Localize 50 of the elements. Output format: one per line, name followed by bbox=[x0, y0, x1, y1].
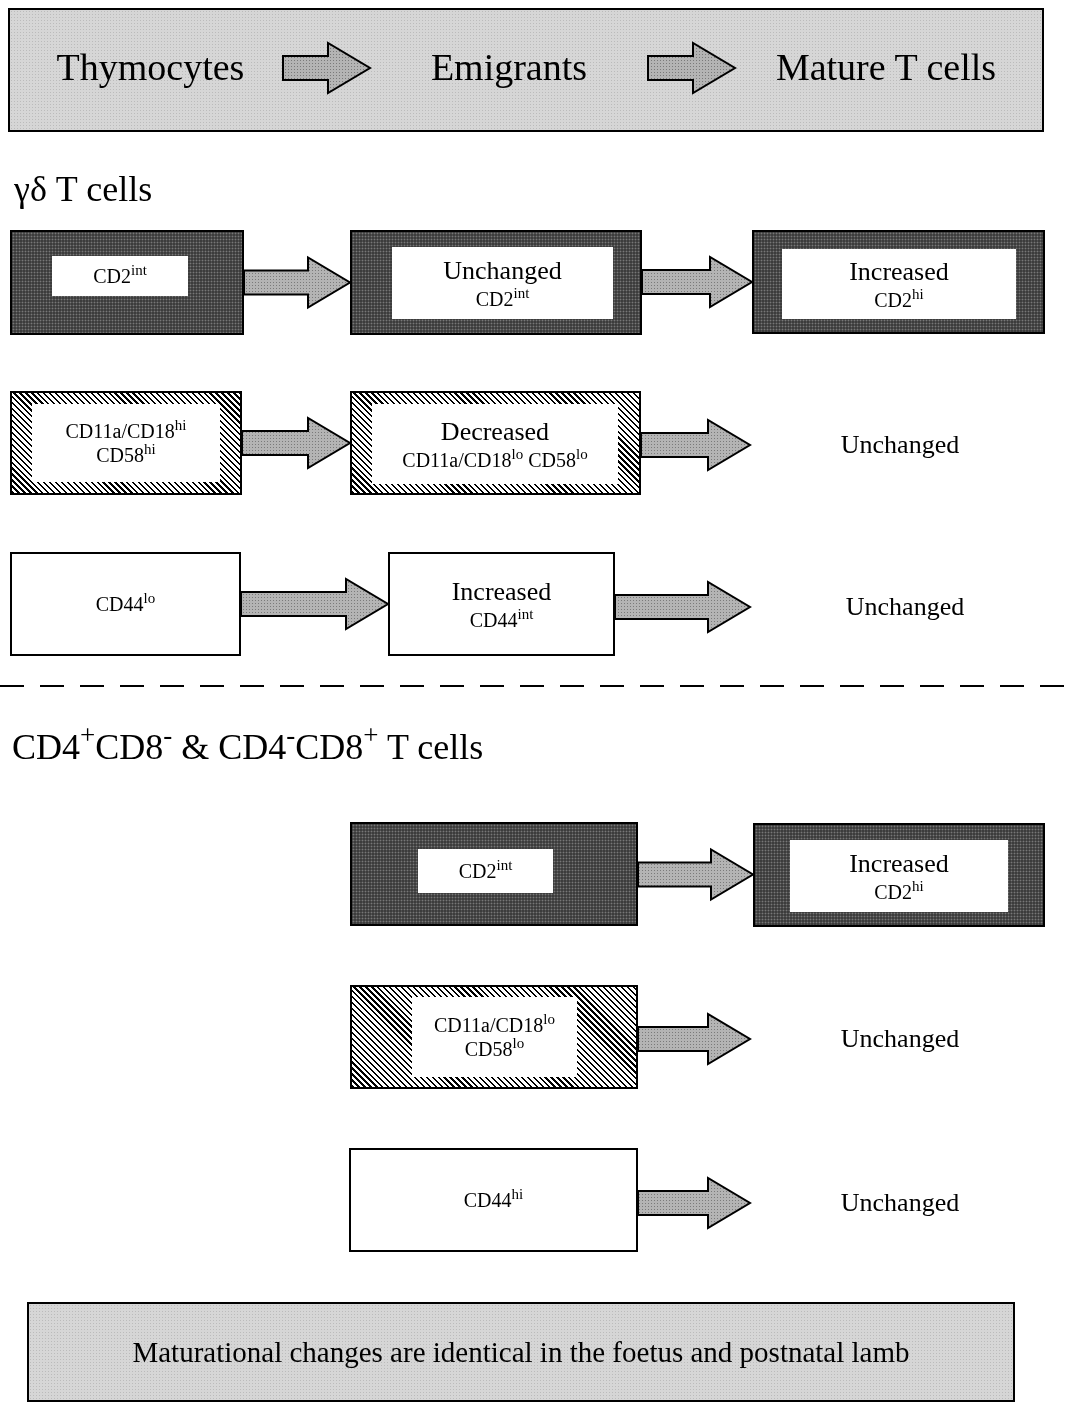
stage-label: Unchanged bbox=[840, 1023, 960, 1055]
stage-label: Unchanged bbox=[845, 591, 965, 623]
stage-label: Mature T cells bbox=[775, 45, 997, 91]
marker-label: CD11a/CD18$^{lo}$ CD58$^{lo}$ bbox=[433, 1013, 556, 1061]
stage-label: Increased bbox=[849, 256, 949, 288]
marker-box bbox=[349, 1148, 638, 1252]
block-arrow bbox=[637, 847, 755, 902]
marker-label: CD11a/CD18$^{hi}$ CD58$^{hi}$ bbox=[64, 419, 188, 467]
marker-label: CD44$^{int}$ bbox=[469, 607, 534, 632]
marker-label: CD11a/CD18$^{lo}$ CD58$^{lo}$ bbox=[402, 447, 588, 472]
block-arrow bbox=[241, 416, 352, 470]
banner-box bbox=[8, 8, 1044, 132]
shaded-box bbox=[10, 230, 244, 335]
block-arrow bbox=[641, 255, 754, 309]
section-heading: CD4$^{+}$CD8$^{-}$ & CD4$^{-}$CD8$^{+}$ T cells bbox=[12, 726, 484, 768]
stage-label: Unchanged bbox=[840, 429, 960, 461]
shaded-box bbox=[350, 230, 642, 335]
block-arrow bbox=[637, 1012, 752, 1066]
shaded-box bbox=[350, 822, 638, 926]
hatched-box bbox=[350, 391, 641, 495]
stage-label: Increased bbox=[849, 848, 949, 880]
block-arrow bbox=[647, 41, 737, 95]
marker-label: CD2$^{hi}$ bbox=[874, 287, 924, 312]
hatched-box bbox=[10, 391, 242, 495]
shaded-box bbox=[753, 823, 1045, 927]
marker-box bbox=[388, 552, 615, 656]
stage-label: Emigrants bbox=[430, 45, 588, 91]
marker-label: CD44$^{hi}$ bbox=[463, 1188, 524, 1212]
marker-label: CD2$^{hi}$ bbox=[874, 879, 924, 904]
marker-label: CD2$^{int}$ bbox=[93, 264, 147, 288]
marker-box bbox=[10, 552, 241, 656]
marker-label: CD2$^{int}$ bbox=[458, 859, 513, 883]
stage-label: Unchanged bbox=[443, 255, 562, 287]
hatched-box bbox=[350, 985, 638, 1089]
block-arrow bbox=[240, 577, 390, 631]
block-arrow bbox=[243, 255, 352, 310]
stage-label: Decreased bbox=[440, 416, 550, 448]
section-heading: γδ T cells bbox=[14, 168, 153, 210]
block-arrow bbox=[637, 1176, 752, 1230]
stage-label: Thymocytes bbox=[56, 45, 245, 91]
block-arrow bbox=[282, 41, 372, 95]
block-arrow bbox=[640, 418, 752, 472]
shaded-box bbox=[752, 230, 1045, 334]
stage-label: Maturational changes are identical in the foetus and postnatal lamb bbox=[132, 1334, 910, 1370]
stage-label: Increased bbox=[451, 576, 552, 608]
marker-label: CD2$^{int}$ bbox=[475, 286, 530, 311]
banner-box bbox=[27, 1302, 1015, 1402]
stage-label: Unchanged bbox=[840, 1187, 960, 1219]
block-arrow bbox=[614, 580, 752, 634]
marker-label: CD44$^{lo}$ bbox=[95, 592, 156, 616]
